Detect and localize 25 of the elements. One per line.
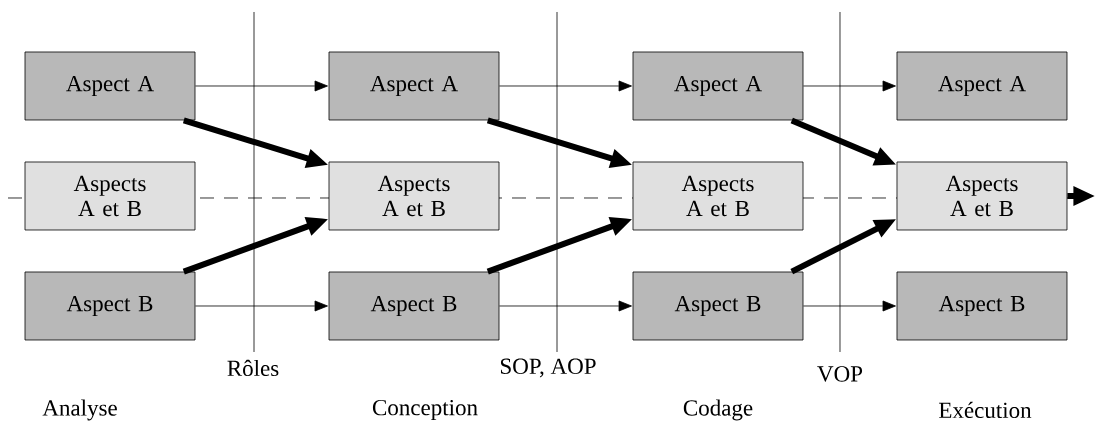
arrow (195, 300, 328, 312)
aspect-box: Aspect A (896, 51, 1068, 121)
aspect-box: Aspect A (328, 51, 500, 121)
arrow (499, 300, 632, 312)
aspect-box: Aspect B (632, 271, 804, 341)
phase-label: Analyse (42, 399, 117, 421)
aspect-box: Aspect B (328, 271, 500, 341)
combined-box: Aspects A et B (896, 161, 1068, 231)
arrow (499, 80, 632, 92)
combined-box: Aspects A et B (24, 161, 196, 231)
divider-label: VOP (817, 366, 863, 382)
aspect-box: Aspect A (24, 51, 196, 121)
phase-label: Conception (372, 399, 478, 421)
phase-label: Exécution (939, 401, 1032, 419)
divider-label: Rôles (227, 359, 279, 377)
arrow (803, 300, 896, 312)
divider-label: SOP, AOP (500, 358, 596, 378)
combined-box: Aspects A et B (328, 161, 500, 231)
aspect-box: Aspect A (632, 51, 804, 121)
arrow (803, 80, 896, 92)
aspect-box: Aspect B (24, 271, 196, 341)
arrow (195, 80, 328, 92)
combined-box: Aspects A et B (632, 161, 804, 231)
phase-label: Codage (683, 399, 753, 421)
aspect-box: Aspect B (896, 271, 1068, 341)
